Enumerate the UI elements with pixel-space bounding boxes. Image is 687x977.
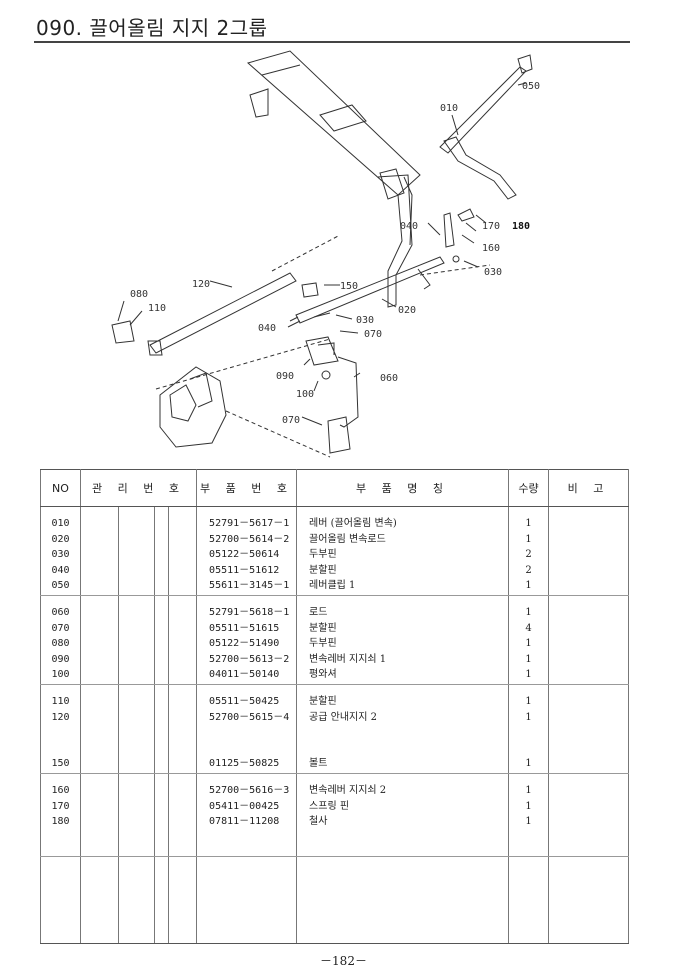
callout-090: 090	[276, 371, 294, 382]
exploded-parts-diagram: 050 010 170 180 040 160 030 080 110 120 …	[111, 50, 540, 458]
table-header-row: NO 관 리 번 호 부 품 번 호 부 품 명 칭 수량 비 고	[40, 469, 630, 507]
page-number: －182－	[320, 954, 367, 968]
title-rule	[34, 41, 630, 43]
callout-030-upper: 030	[484, 267, 502, 278]
callout-100: 100	[296, 389, 314, 400]
callout-020: 020	[398, 305, 416, 316]
table-empty-row	[40, 856, 630, 944]
rod-020	[295, 256, 445, 324]
callout-040-lower: 040	[258, 323, 276, 334]
callout-070-upper: 070	[364, 329, 382, 340]
callout-070-lower: 070	[282, 415, 300, 426]
header-qty: 수량	[508, 469, 550, 507]
bracket-090	[305, 336, 339, 366]
callout-160: 160	[482, 243, 500, 254]
header-note: 비 고	[548, 469, 630, 507]
page-title: 090. 끌어올림 지지 2그룹	[36, 16, 268, 40]
callout-040-upper: 040	[400, 221, 418, 232]
header-no: NO	[40, 469, 81, 507]
rod-120	[149, 272, 297, 354]
frame-beam	[246, 50, 421, 196]
callout-060: 060	[380, 373, 398, 384]
callout-050: 050	[522, 81, 540, 92]
header-part-name: 부 품 명 칭	[296, 469, 510, 507]
callout-170: 170	[482, 221, 500, 232]
callout-120: 120	[192, 279, 210, 290]
header-part-no: 부 품 번 호	[196, 469, 298, 507]
callout-110: 110	[148, 303, 166, 314]
callout-030-lower: 030	[356, 315, 374, 326]
callout-010: 010	[440, 103, 458, 114]
rod-060	[337, 356, 359, 428]
callout-150: 150	[340, 281, 358, 292]
callout-180: 180	[512, 221, 530, 232]
gearbox-housing	[159, 366, 227, 448]
callout-080: 080	[130, 289, 148, 300]
header-mgmt-no: 관 리 번 호	[79, 469, 198, 507]
